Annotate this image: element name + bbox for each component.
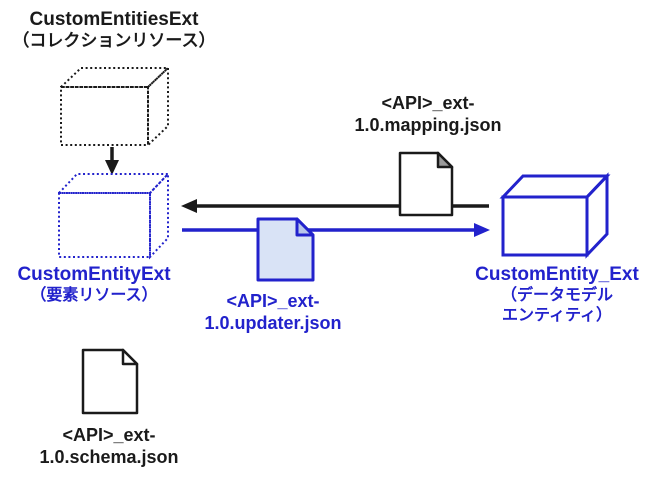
collection-node-label: CustomEntitiesExt （コレクションリソース） <box>12 8 215 52</box>
updater-file-line2: 1.0.updater.json <box>204 312 342 333</box>
mapping-file-line1: <API>_ext- <box>381 93 475 113</box>
element-cube-icon <box>56 171 171 260</box>
updater-file-line1: <API>_ext- <box>226 291 320 311</box>
updater-file-label: <API>_ext- 1.0.updater.json <box>204 291 341 335</box>
element-subtitle: （要素リソース） <box>30 287 158 305</box>
collection-subtitle: （コレクションリソース） <box>12 31 216 51</box>
schema-file-label: <API>_ext- 1.0.schema.json <box>39 425 178 469</box>
schema-file-line1: <API>_ext- <box>62 425 156 445</box>
collection-title: CustomEntitiesExt <box>29 9 199 30</box>
mapping-document-icon <box>398 151 454 217</box>
collection-cube-icon <box>58 65 171 148</box>
mapping-file-label: <API>_ext- 1.0.mapping.json <box>354 93 501 137</box>
data-model-cube-icon <box>499 172 611 259</box>
data-model-subtitle-line1: （データモデル <box>500 287 614 305</box>
element-title: CustomEntityExt <box>17 264 171 285</box>
schema-document-icon <box>81 348 139 415</box>
data-model-title: CustomEntity_Ext <box>475 264 639 285</box>
right-arrow-icon <box>182 223 490 237</box>
schema-file-line2: 1.0.schema.json <box>39 446 179 467</box>
data-model-node-label: CustomEntity_Ext （データモデル エンティティ） <box>475 263 639 325</box>
updater-document-icon <box>256 217 315 282</box>
down-arrow-icon <box>105 147 119 175</box>
data-model-subtitle-line2: エンティティ） <box>501 306 613 324</box>
element-node-label: CustomEntityExt （要素リソース） <box>17 263 170 306</box>
mapping-file-line2: 1.0.mapping.json <box>354 114 502 135</box>
